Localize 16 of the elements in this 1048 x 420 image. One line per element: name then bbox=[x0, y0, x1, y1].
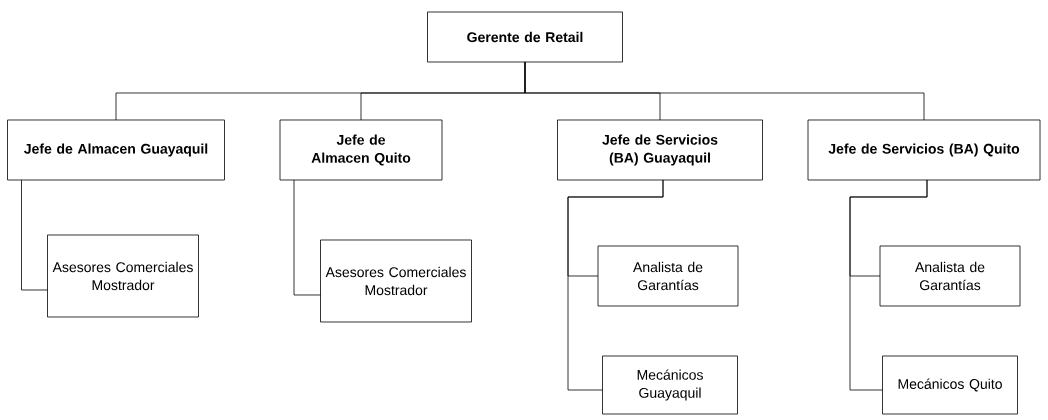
position-box: Jefe de Servicios (BA) Guayaquil bbox=[557, 119, 763, 181]
connector-line bbox=[567, 179, 664, 391]
connector-line bbox=[293, 179, 321, 296]
position-box: Jefe de Almacen Quito bbox=[279, 119, 443, 181]
position-box: Analista de Garantías bbox=[597, 245, 739, 307]
position-box: Jefe de Servicios (BA) Quito bbox=[807, 119, 1041, 181]
position-box: Asesores Comerciales Mostrador bbox=[320, 239, 472, 323]
connector-line bbox=[21, 179, 48, 291]
position-box: Jefe de Almacen Guayaquil bbox=[7, 119, 225, 181]
connector-line bbox=[524, 61, 925, 121]
position-box: Mecánicos Quito bbox=[882, 355, 1018, 415]
position-box: Mecánicos Guayaquil bbox=[602, 355, 738, 415]
position-box: Analista de Garantías bbox=[879, 245, 1021, 307]
connector-line bbox=[849, 179, 928, 391]
position-box: Gerente de Retail bbox=[427, 11, 623, 63]
position-box: Asesores Comerciales Mostrador bbox=[47, 234, 199, 318]
